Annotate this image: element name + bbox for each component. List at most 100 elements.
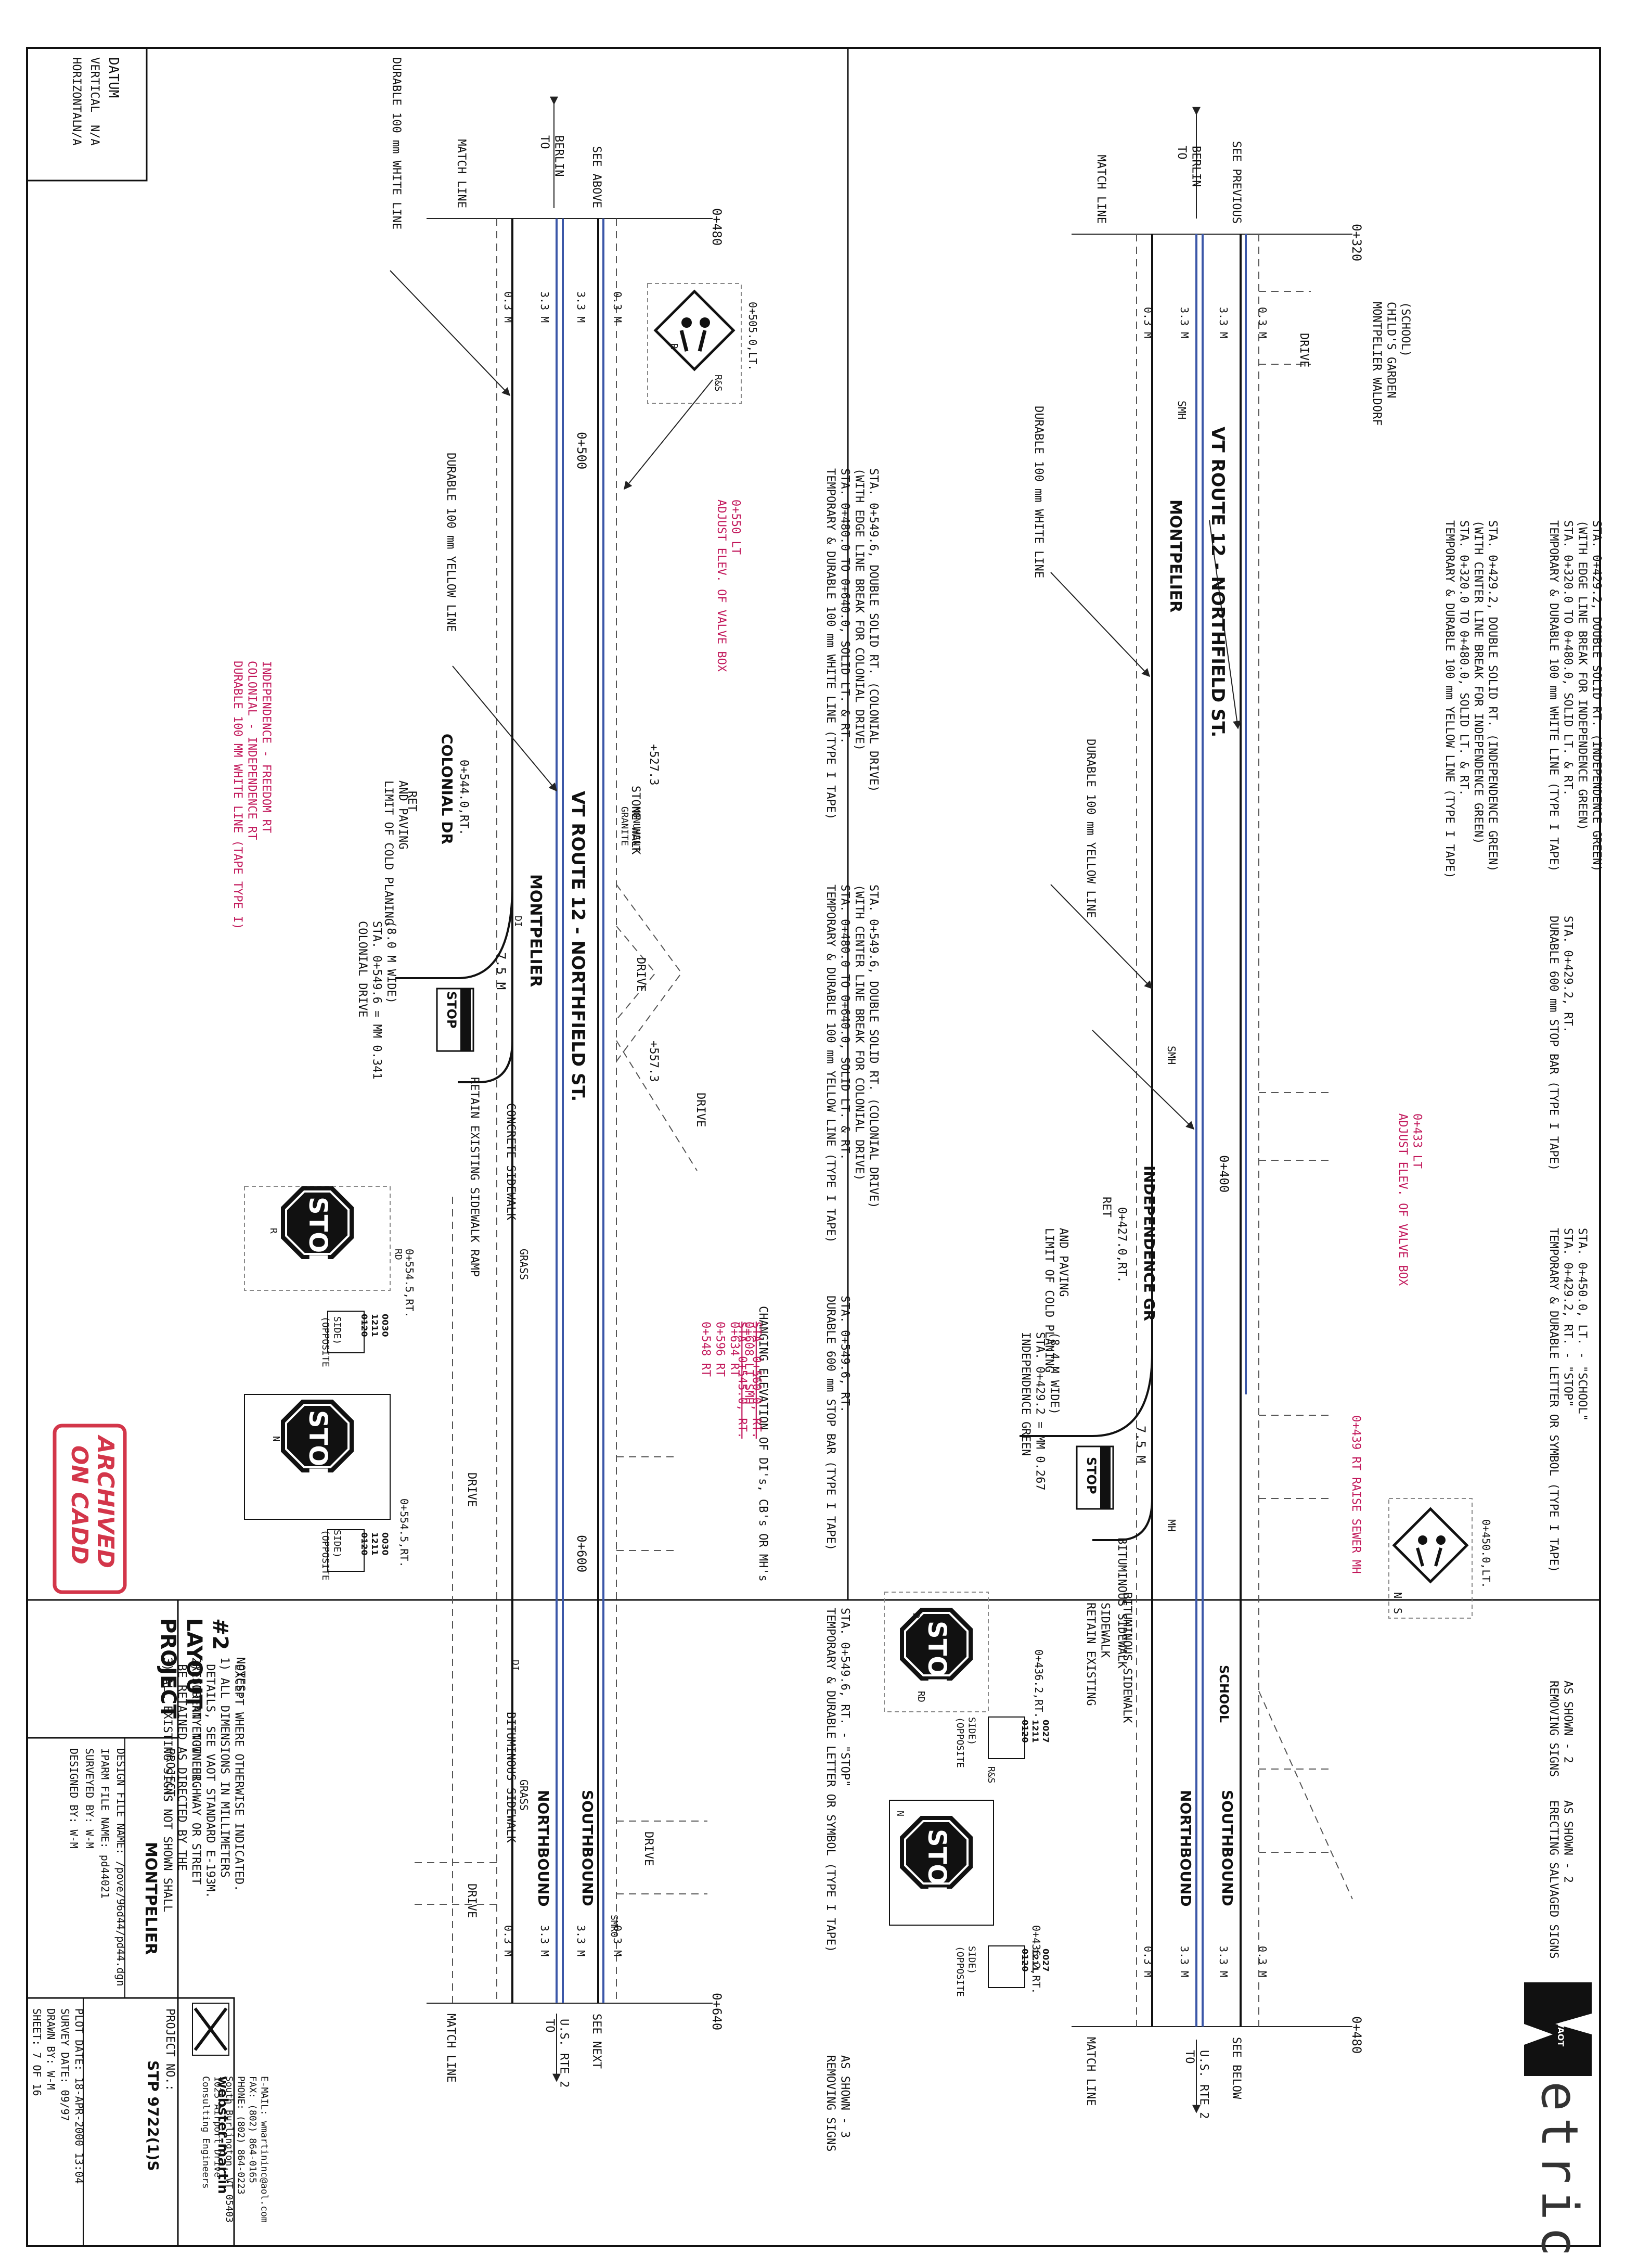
upper-sign-letter-s: S <box>1391 1608 1404 1614</box>
lower-drive-4 <box>411 1862 497 1905</box>
upper-northbound: NORTHBOUND <box>1177 1790 1194 1907</box>
upper-width-7: 3.3 M <box>1217 1946 1230 1977</box>
text-line: TO <box>1175 146 1188 160</box>
text-line: SIDEWALK <box>1099 1603 1112 1658</box>
upper-side-road-ret: RET <box>1100 1197 1113 1218</box>
upper-white-line-note: DURABLE 100 mm WHITE LINE <box>1032 406 1045 578</box>
archived-stamp: ARCHIVED ON CADD <box>53 1424 127 1594</box>
upper-sign-letter-n: N <box>1391 1592 1404 1598</box>
text-line: 0+548 RT <box>699 1322 712 1377</box>
text-line: E-MAIL: wmartininc@aol.com <box>259 2076 270 2223</box>
lower-drive-2 <box>616 1821 707 1894</box>
lower-sta-600: 0+600 <box>574 1535 589 1572</box>
upper-sign-code-2-text: 012012110027 <box>1020 1949 1051 1972</box>
project-name: MONTPELIER <box>141 1842 160 1955</box>
upper-bit-sidewalk-2: BITUMINOUS SIDEWALK <box>1115 1537 1128 1669</box>
stamp-line-1: ARCHIVED <box>92 1434 119 1568</box>
lower-drive-d: DRIVE <box>465 1883 478 1918</box>
text-line: TEMPORARY & DURABLE 100 mm WHITE LINE (T… <box>824 468 837 820</box>
lower-stop-sign-2: STOP N 0+554.5,RT. <box>244 1394 410 1567</box>
text-line: BERLIN <box>552 135 565 176</box>
upper-stop-sign-2-sta: 0+436.2,RT. <box>1030 1925 1042 1994</box>
text-line: STA. 0+429.2, RT. <box>1562 916 1575 1033</box>
text-line: STA. 0+429.2, RT. - "STOP" <box>1562 1228 1575 1407</box>
metric-logo-text: etric <box>1530 2081 1589 2263</box>
text-line: 2) FOR ANY TOWN HIGHWAY OR STREET <box>189 1657 202 1885</box>
lower-drive-a: DRIVE <box>634 957 647 992</box>
text-line: MONUMENT <box>631 806 642 852</box>
upper-yellow-line-note: DURABLE 100 mm YELLOW LINE <box>1084 739 1097 918</box>
text-line: ADJUST ELEV. OF VALVE BOX <box>715 499 728 672</box>
text-line: 0120 <box>359 1532 369 1556</box>
text-line: ERECTING SALVAGED SIGNS <box>1547 1800 1560 1959</box>
text-line: (8.0 M WIDE) <box>384 921 397 1004</box>
text-line: 0027 <box>1041 1720 1051 1743</box>
lower-drive-b: DRIVE <box>694 1093 707 1127</box>
survey-date: SURVEY DATE: 09/97 <box>59 2008 71 2121</box>
lower-width-8: 0.3 M <box>611 1925 624 1956</box>
text-line: 0+433 LT <box>1411 1113 1424 1169</box>
text-line: INDEPENDENCE GREEN <box>1019 1332 1032 1456</box>
text-line: South Burlington, VT 05403 <box>224 2076 235 2223</box>
upper-stop-sign-1-r: R <box>910 1613 921 1619</box>
text-line: STA. 0+320.0 TO 0+480.0, SOLID LT. & RT. <box>1562 520 1575 796</box>
upper-bit-sidewalk: BITUMINOUS SIDEWALK <box>1120 1592 1133 1723</box>
upper-drive-4 <box>1258 1690 1353 1900</box>
text-line: STA. 0+429.2 = MM 0.267 <box>1034 1332 1047 1491</box>
upper-drive-1 <box>1259 1092 1332 1161</box>
lower-stop-bar-fill <box>460 989 471 1051</box>
lower-stop-sign-1-text: STOP <box>303 1197 332 1271</box>
text-line: ADJUST ELEV. OF VALVE BOX <box>1396 1113 1409 1286</box>
lower-ped-sign: 0+505.0,LT. R R&S <box>647 283 759 404</box>
text-line: AND PAVING <box>396 780 409 849</box>
upper-width-3: 3.3 M <box>1217 307 1230 338</box>
datum-horizontal-value: N/A <box>70 125 83 146</box>
lower-sign-sta-ped: 0+505.0,LT. <box>746 302 759 370</box>
upper-smh-1: SMH <box>1176 401 1188 419</box>
lower-mh-change-struck: STA. 0+545.0, RT.STA. 0+560.0, RT. <box>736 1322 763 1439</box>
text-line: PHONE: (802) 864-0223 <box>236 2076 247 2195</box>
upper-sta-end: 0+480 <box>1349 2016 1364 2054</box>
lower-sta-500: 0+500 <box>574 432 589 469</box>
lower-leader-white <box>390 270 511 396</box>
lower-grass-2: GRASS <box>518 1779 530 1811</box>
upper-sign-code-2: 012012110027 (OPPOSITESIDE) <box>955 1945 1051 1997</box>
project-no-label: PROJECT NO.: <box>163 2008 176 2091</box>
lower-drive-e: DRIVE <box>465 1472 478 1507</box>
text-line: 0120 <box>359 1314 369 1337</box>
text-line: 1211 <box>1030 1949 1040 1972</box>
upper-drive-label: DRIVE <box>1297 333 1310 367</box>
lower-southbound: SOUTHBOUND <box>579 1790 596 1906</box>
upper-stop-marking: STOP <box>1084 1457 1099 1494</box>
upper-smh-2: SMH <box>1165 1046 1178 1065</box>
upper-southbound: SOUTHBOUND <box>1219 1790 1236 1906</box>
lower-sign-code-1: 012012110030 (OPPOSITESIDE) <box>320 1311 390 1367</box>
upper-leader-road <box>1209 520 1241 729</box>
text-line: FAX: (802) 864-0165 <box>247 2076 258 2183</box>
lower-side-road-sta: 0+544.0,RT. <box>457 760 470 836</box>
text-line: DURABLE 600 mm STOP BAR (TYPE I TAPE) <box>824 1296 837 1551</box>
project-label: PROJECT: <box>163 1748 176 1803</box>
design-file: DESIGN FILE NAME: /pove/96d44/pd44.dgn <box>114 1748 127 1987</box>
text-line: (WITH EDGE LINE BREAK FOR INDEPENDENCE G… <box>1576 520 1589 830</box>
text-line: 0030 <box>380 1532 390 1556</box>
upper-drive-3 <box>1259 1769 1332 1853</box>
lower-northbound: NORTHBOUND <box>535 1790 552 1907</box>
text-line: RETAIN EXISTING <box>1084 1603 1097 1706</box>
lower-sta-end: 0+640 <box>710 1993 724 2030</box>
upper-opposite-1: (OPPOSITESIDE) <box>955 1717 977 1768</box>
text-line: 0120 <box>1020 1720 1030 1743</box>
lower-sta-527: +527.3 <box>647 744 660 785</box>
upper-stop-sign-1-rd: RD <box>915 1691 926 1702</box>
lower-stop-sign-2-sta: 0+554.5,RT. <box>398 1498 410 1567</box>
